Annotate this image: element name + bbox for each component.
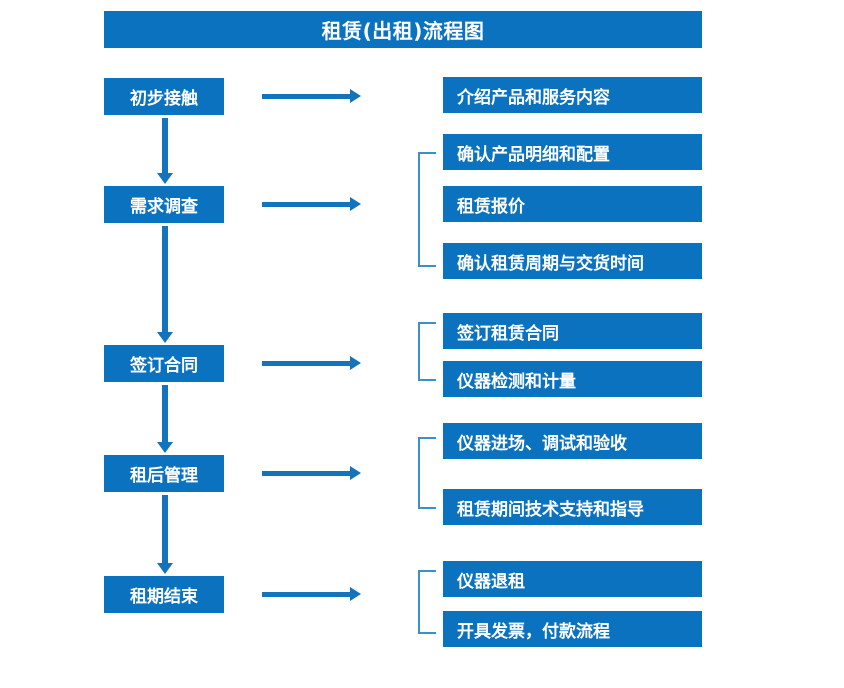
stage-box-5[interactable]: 租期结束 — [104, 576, 224, 613]
detail-box-9[interactable]: 仪器退租 — [443, 561, 702, 597]
detail-box-8[interactable]: 租赁期间技术支持和指导 — [443, 489, 702, 525]
arrow-right-2 — [262, 197, 361, 211]
detail-box-7[interactable]: 仪器进场、调试和验收 — [443, 423, 702, 459]
arrow-right-4 — [262, 466, 361, 480]
arrow-down-2 — [157, 226, 173, 343]
group-bracket-1 — [418, 152, 436, 267]
arrow-right-1 — [262, 89, 361, 103]
group-bracket-4 — [418, 570, 436, 634]
arrow-down-3 — [157, 385, 173, 453]
page-title: 租赁(出租)流程图 — [104, 11, 702, 48]
detail-box-1[interactable]: 介绍产品和服务内容 — [443, 77, 702, 113]
arrow-down-1 — [157, 118, 173, 184]
stage-box-3[interactable]: 签订合同 — [104, 345, 224, 382]
detail-box-4[interactable]: 确认租赁周期与交货时间 — [443, 243, 702, 279]
detail-box-2[interactable]: 确认产品明细和配置 — [443, 134, 702, 170]
stage-box-1[interactable]: 初步接触 — [104, 78, 224, 115]
arrow-down-4 — [157, 495, 173, 574]
detail-box-3[interactable]: 租赁报价 — [443, 186, 702, 222]
group-bracket-3 — [418, 437, 436, 509]
arrow-right-5 — [262, 587, 361, 601]
detail-box-6[interactable]: 仪器检测和计量 — [443, 361, 702, 397]
detail-box-10[interactable]: 开具发票，付款流程 — [443, 611, 702, 647]
detail-box-5[interactable]: 签订租赁合同 — [443, 313, 702, 349]
stage-box-4[interactable]: 租后管理 — [104, 455, 224, 492]
arrow-right-3 — [262, 356, 361, 370]
stage-box-2[interactable]: 需求调查 — [104, 186, 224, 223]
group-bracket-2 — [418, 322, 436, 381]
